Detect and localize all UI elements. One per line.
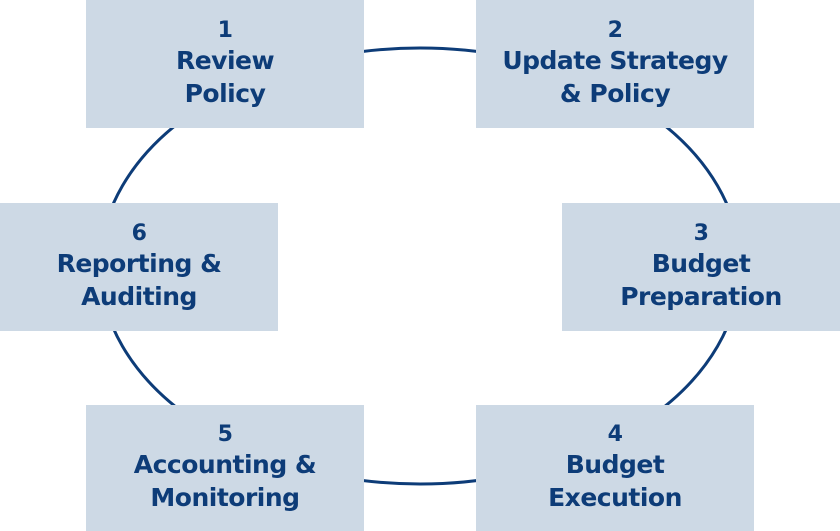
step-label-line2: Preparation — [620, 282, 782, 311]
step-6-reporting-auditing: 6 Reporting & Auditing — [0, 203, 278, 331]
step-label-line2: Auditing — [81, 282, 197, 311]
step-label-line2: Execution — [548, 483, 682, 512]
step-label-line2: Monitoring — [150, 483, 300, 512]
step-label-line1: Update Strategy — [502, 46, 728, 75]
step-label-line1: Accounting & — [133, 450, 317, 479]
step-label-line1: Reporting & — [56, 249, 222, 278]
step-number: 5 — [217, 422, 233, 447]
step-1-review-policy: 1 Review Policy — [86, 0, 364, 128]
step-2-update-strategy: 2 Update Strategy & Policy — [476, 0, 754, 128]
step-4-budget-execution: 4 Budget Execution — [476, 405, 754, 531]
step-label-line1: Budget — [651, 249, 751, 278]
step-number: 1 — [217, 18, 233, 43]
step-label-line2: Policy — [184, 79, 266, 108]
step-number: 4 — [607, 422, 623, 447]
step-number: 2 — [607, 18, 623, 43]
step-number: 6 — [131, 221, 147, 246]
step-number: 3 — [693, 221, 709, 246]
step-5-accounting-monitoring: 5 Accounting & Monitoring — [86, 405, 364, 531]
step-3-budget-preparation: 3 Budget Preparation — [562, 203, 840, 331]
step-label-line2: & Policy — [559, 79, 671, 108]
step-label-line1: Budget — [565, 450, 665, 479]
step-label-line1: Review — [175, 46, 275, 75]
